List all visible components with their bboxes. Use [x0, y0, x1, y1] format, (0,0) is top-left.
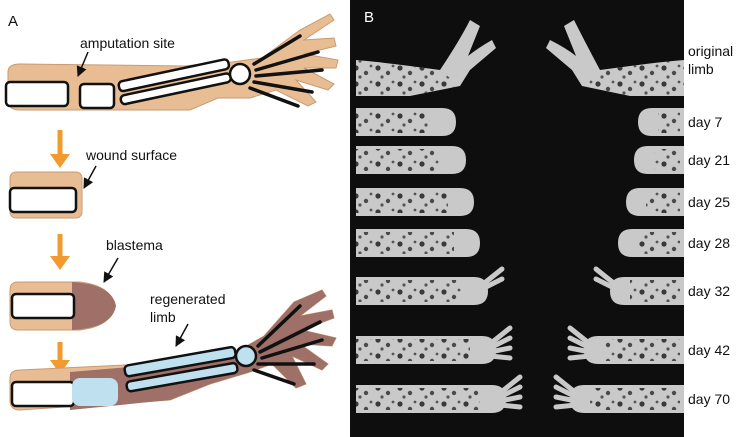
panel-a: A amputation site [6, 13, 338, 410]
day-label: day 25 [688, 194, 730, 210]
day-label: day 7 [688, 114, 722, 130]
humerus-proximal [6, 82, 68, 106]
stump-bone [10, 188, 76, 212]
original-limb-label-line1: original [688, 43, 733, 59]
new-cartilage [72, 378, 118, 406]
amputation-site-label: amputation site [80, 35, 175, 51]
panel-a-label: A [8, 13, 18, 30]
original-bone [12, 382, 74, 406]
humerus-distal [80, 84, 114, 108]
original-limb-schematic: amputation site [6, 14, 338, 110]
wrist-bone [230, 64, 250, 84]
down-arrow-icon [50, 130, 70, 168]
regenerated-label-line2: limb [150, 309, 176, 325]
regenerated-label-line1: regenerated [150, 291, 226, 307]
wound-surface-pointer [84, 166, 96, 188]
day-label: day 21 [688, 152, 730, 168]
wound-surface-stage: wound surface [10, 147, 177, 218]
panel-b: B original limb day 7 day 21 day 25 day 28 d… [350, 0, 733, 437]
day-label: day 28 [688, 235, 730, 251]
day-label: day 42 [688, 342, 730, 358]
stump-bone [12, 294, 74, 318]
day-labels: original limb day 7 day 21 day 25 day 28 day… [688, 43, 733, 407]
blastema-label: blastema [106, 237, 163, 253]
wound-surface-label: wound surface [85, 147, 177, 163]
down-arrow-icon [50, 234, 70, 270]
new-wrist-bone [236, 346, 256, 366]
day-label: day 32 [688, 283, 730, 299]
blastema-pointer [104, 258, 118, 282]
day-label: day 70 [688, 391, 730, 407]
blastema-tissue [72, 282, 116, 330]
original-limb-label-line2: limb [688, 61, 714, 77]
blastema-stage: blastema [10, 237, 163, 330]
regenerated-limb-pointer [176, 324, 188, 346]
panel-b-label: B [364, 9, 374, 26]
